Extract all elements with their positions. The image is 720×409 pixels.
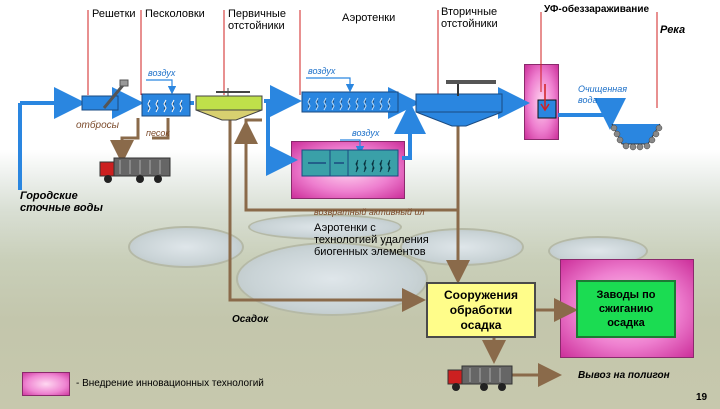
background-pond	[248, 214, 402, 240]
sludge-treatment-box: Сооружения обработки осадка	[426, 282, 536, 338]
label-landfill: Вывоз на полигон	[578, 370, 670, 381]
label-sand-traps: Песколовки	[145, 8, 205, 20]
page-number: 19	[696, 392, 708, 403]
label-return-sludge: возвратный активный ил	[314, 207, 425, 217]
truck-icon	[99, 157, 171, 183]
sludge-flow-lines	[110, 118, 578, 387]
label-sand: песок	[146, 128, 170, 138]
uv-lamp-icon	[537, 84, 557, 119]
background-pond	[236, 242, 428, 316]
water-flow-lines	[18, 85, 626, 190]
label-aerotanks-nutrient: Аэротенки с технологией удаления биогенн…	[314, 222, 429, 258]
truck-icon	[447, 365, 513, 391]
label-river: Река	[660, 24, 686, 36]
primary-settler-tank	[195, 88, 263, 121]
label-primary-settlers: Первичные отстойники	[228, 8, 286, 32]
background-pond	[400, 228, 524, 266]
aerotank	[301, 91, 399, 113]
label-air-1: воздух	[148, 68, 176, 78]
grate-icon	[81, 79, 129, 111]
label-cleaned-water: Очищенная вода	[578, 84, 628, 105]
label-waste: отбросы	[76, 120, 119, 131]
incineration-plant-box: Заводы по сжиганию осадка	[576, 280, 676, 338]
label-air-2: воздух	[308, 66, 336, 76]
aerotank-nutrient-removal	[301, 149, 399, 177]
label-aerotanks: Аэротенки	[342, 12, 396, 24]
air-supply-lines	[146, 77, 365, 155]
label-leader-lines	[87, 10, 658, 108]
legend-text: - Внедрение инновационных технологий	[76, 378, 264, 389]
background-pond	[128, 226, 244, 268]
label-sludge: Осадок	[232, 314, 269, 325]
legend-swatch	[22, 372, 70, 396]
label-secondary-settlers: Вторичные отстойники	[441, 6, 498, 30]
label-city-wastewater: Городские сточные воды	[20, 190, 103, 214]
label-uv-disinfection: УФ-обеззараживание	[544, 4, 650, 15]
sand-trap-tank	[141, 93, 191, 117]
secondary-settler-tank	[415, 80, 503, 127]
label-grates: Решетки	[92, 8, 136, 20]
label-air-3: воздух	[352, 128, 380, 138]
river-basin-icon	[610, 123, 663, 151]
